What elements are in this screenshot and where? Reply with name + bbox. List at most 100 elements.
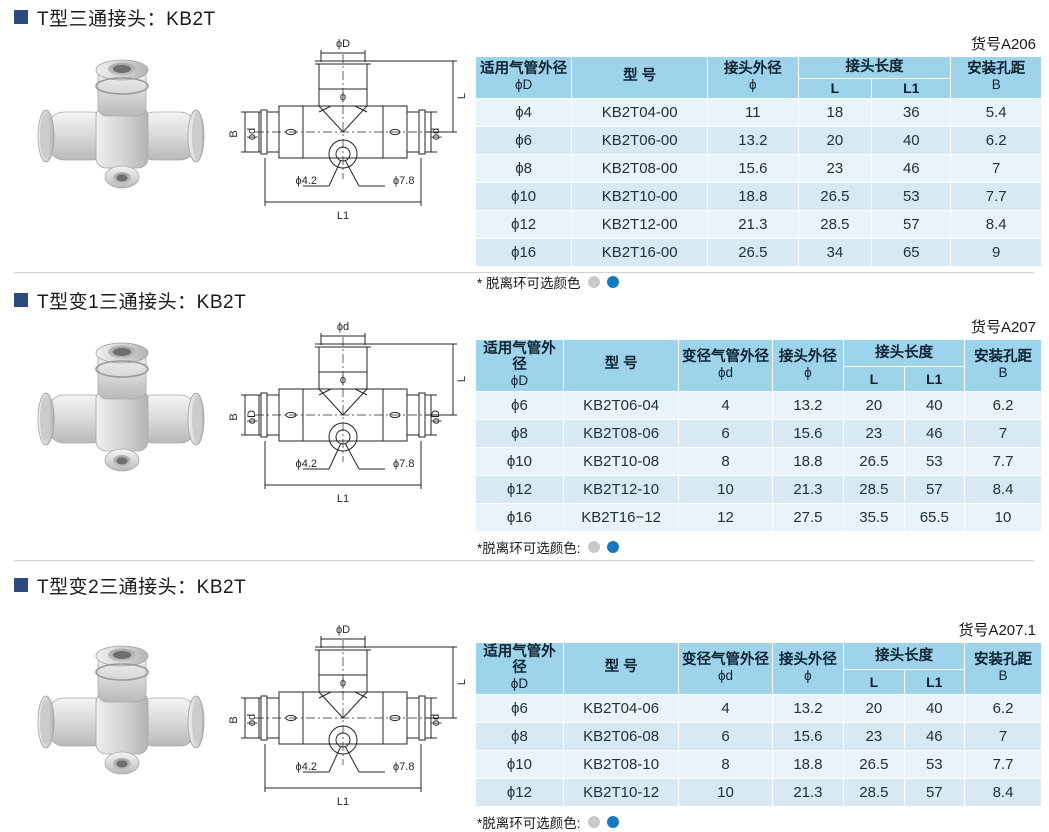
dim-label-phid-left: ϕd [246,714,258,726]
dim-label-phiD: ϕD [336,38,350,50]
dim-label-phid-right: ϕd [430,714,442,726]
th-model: 型 号 [562,339,680,392]
dim-label-phid-left: ϕd [246,128,258,140]
th-joint-length: 接头长度 [843,641,966,671]
cell-L1: 57 [871,209,952,239]
dim-label-phiD-top: ϕD [336,624,350,636]
cell-B: 9 [950,237,1042,267]
cell-B: 7 [964,418,1042,448]
cell-od: ϕ6 [475,693,564,723]
dim-label-hole-large: ϕ7.8 [393,458,414,470]
table-row: ϕ10 KB2T10-00 18.8 26.5 53 7.7 [474,181,1042,211]
cell-od: ϕ6 [475,390,564,420]
cell-B: 8.4 [964,777,1042,807]
cell-L1: 57 [903,474,966,504]
cell-L1: 53 [871,181,952,211]
cell-L: 18 [797,97,873,127]
product-photo-3 [0,620,225,805]
cell-joint-od: 15.6 [771,418,845,448]
cell-joint-od: 26.5 [707,237,799,267]
cell-joint-od: 27.5 [771,502,845,532]
th-L: L [843,669,905,695]
cell-model: KB2T16−12 [562,502,680,532]
cell-L: 28.5 [797,209,873,239]
dim-label-hole-small: ϕ4.2 [296,761,317,773]
cell-B: 7.7 [950,181,1042,211]
table-row: ϕ6 KB2T06-04 4 13.2 20 40 6.2 [475,390,1042,420]
cell-L: 34 [797,237,873,267]
footnote-1: * 脱离环可选颜色 [475,272,1042,292]
th-L1: L1 [903,366,966,392]
cell-od: ϕ12 [475,777,564,807]
cell-B: 7.7 [964,446,1042,476]
section-title-1: T型三通接头：KB2T [0,0,1049,34]
cell-B: 5.4 [950,97,1042,127]
spec-table-body-1: ϕ4 KB2T04-00 11 18 36 5.4 ϕ6 KB2T06-00 1… [474,97,1042,267]
technical-drawing-2: ϕd ϕ L1 ϕ4.2 ϕ7.8 B ϕD ϕD L [225,317,475,507]
cell-L: 35.5 [843,502,905,532]
table-row: ϕ8 KB2T06-08 6 15.6 23 46 7 [475,721,1042,751]
cell-model: KB2T12-00 [571,209,709,239]
cell-L1: 46 [903,721,966,751]
table-row: ϕ8 KB2T08-00 15.6 23 46 7 [474,153,1042,183]
cell-od: ϕ8 [475,721,564,751]
cell-joint-od: 11 [707,97,799,127]
table-row: ϕ6 KB2T04-06 4 13.2 20 40 6.2 [475,693,1042,723]
cell-B: 8.4 [950,209,1042,239]
table-subheader-row: L L1 [476,366,1042,392]
th-L1: L1 [871,78,952,99]
cell-model: KB2T08-06 [562,418,680,448]
cell-L: 20 [843,390,905,420]
cell-reducer-od: 4 [678,693,773,723]
cell-od: ϕ16 [474,237,573,267]
cell-model: KB2T06-08 [562,721,680,751]
dim-label-hole-small: ϕ4.2 [296,175,317,187]
dim-label-phid-right: ϕd [430,128,442,140]
cell-model: KB2T10-00 [571,181,709,211]
cell-L1: 46 [903,418,966,448]
table-row: ϕ4 KB2T04-00 11 18 36 5.4 [474,97,1042,127]
cell-L: 26.5 [843,749,905,779]
cell-joint-od: 21.3 [707,209,799,239]
section-title-2: T型变1三通接头：KB2T [0,273,1049,317]
product-section-1: T型三通接头：KB2T [0,0,1049,291]
product-section-2: T型变1三通接头：KB2T [0,273,1049,561]
color-swatch-blue-icon [606,815,619,828]
cell-joint-od: 13.2 [707,125,799,155]
part-number-2: 货号A207 [970,319,1036,336]
color-swatch-blue-icon [606,275,619,288]
cell-L1: 40 [871,125,952,155]
dim-label-L1: L1 [337,493,349,505]
dim-label-phiD-right: ϕD [430,410,442,424]
cell-joint-od: 18.8 [771,749,845,779]
dim-label-phi: ϕ [340,91,346,103]
cell-od: ϕ4 [474,97,573,127]
square-bullet-icon [14,10,28,24]
dim-label-phiD-left: ϕD [246,410,258,424]
section-divider-2 [14,560,1034,561]
cell-od: ϕ16 [475,502,564,532]
cell-model: KB2T06-04 [562,390,680,420]
cell-od: ϕ10 [474,181,573,211]
cell-L1: 40 [903,390,966,420]
cell-L: 23 [843,418,905,448]
tee-dimension-drawing-svg: ϕd ϕ L1 ϕ4.2 ϕ7.8 B ϕD ϕD L [228,321,468,505]
footnote-text: *脱离环可选颜色: [477,815,581,831]
dim-label-L: L [456,376,468,382]
cell-od: ϕ8 [475,418,564,448]
cell-L1: 53 [903,749,966,779]
cell-L1: 57 [903,777,966,807]
cell-L: 28.5 [843,474,905,504]
cell-L: 26.5 [843,446,905,476]
